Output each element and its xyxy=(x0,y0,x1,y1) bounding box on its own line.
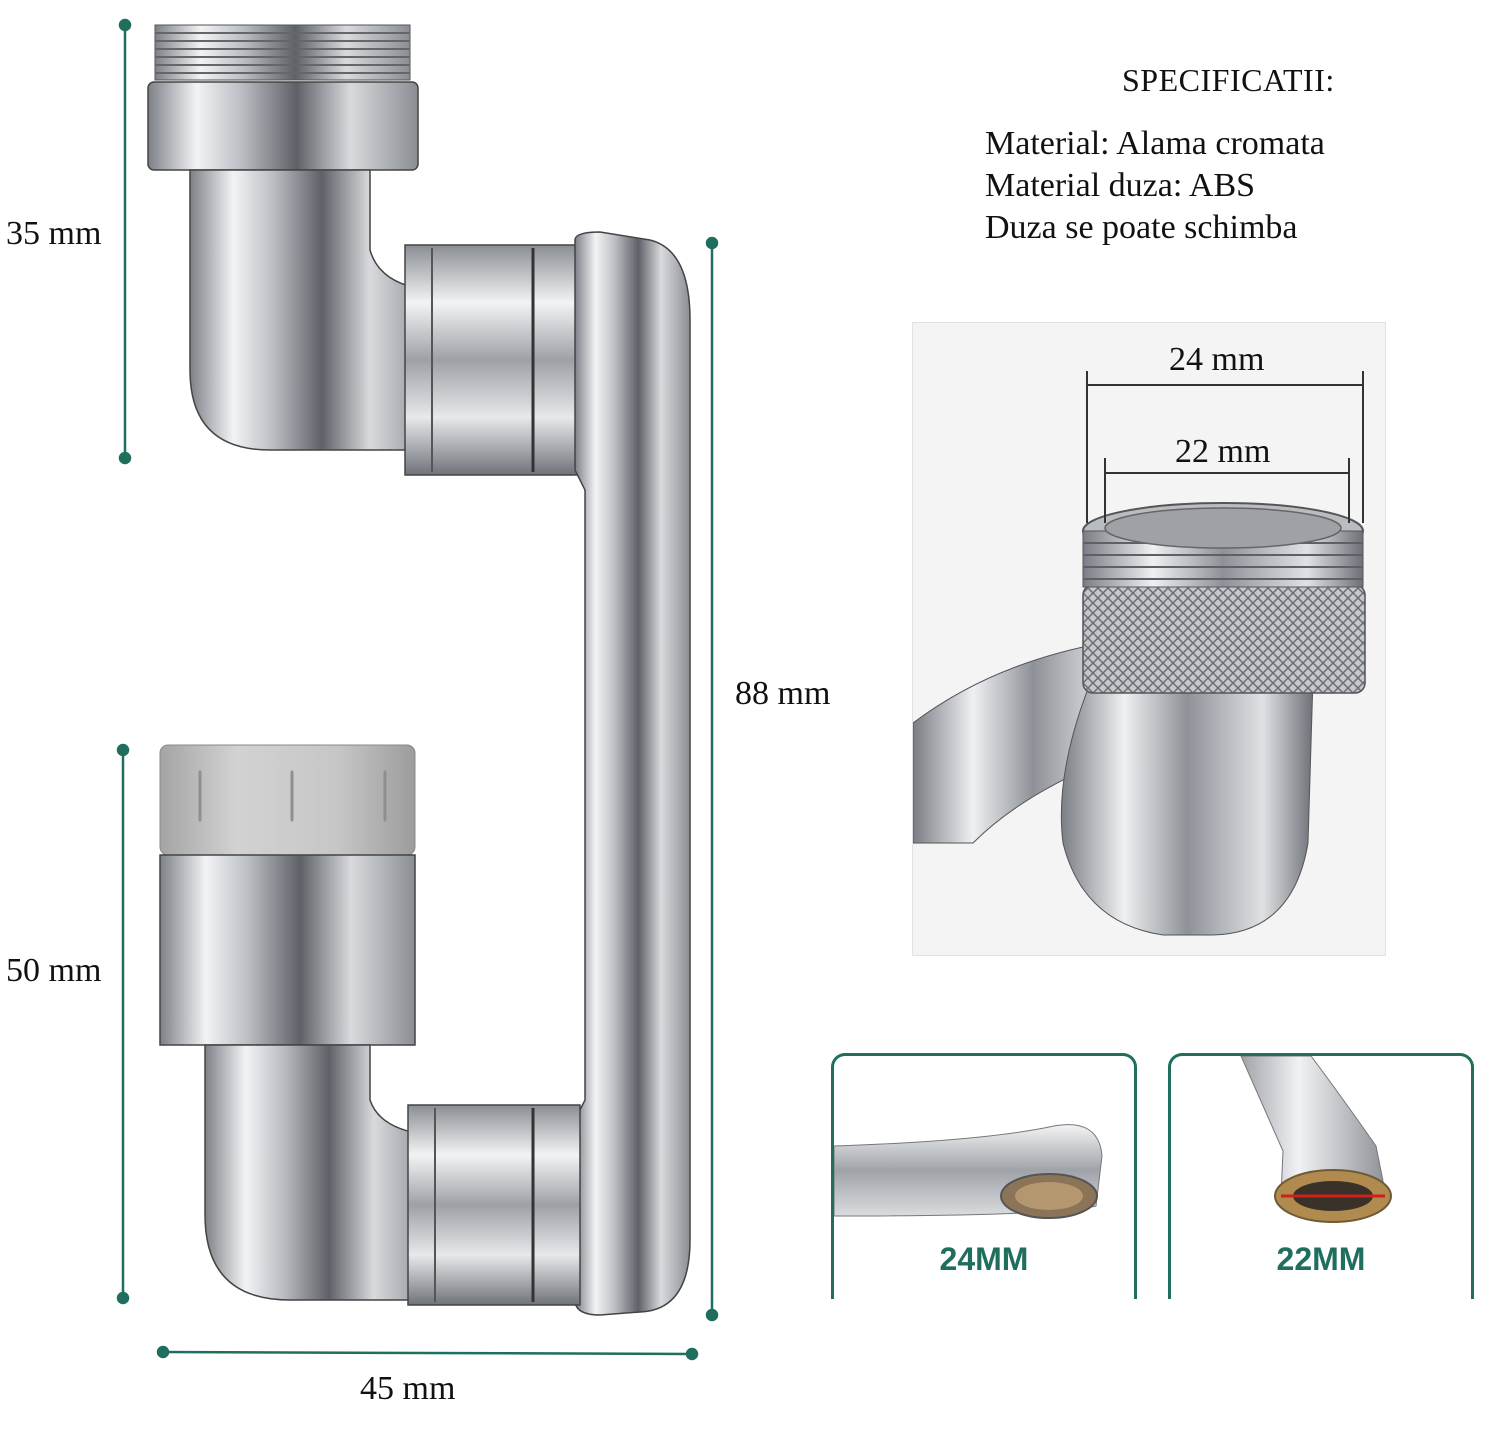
thread-detail-view: 24 mm 22 mm xyxy=(912,322,1386,956)
card-22mm-label: 22MM xyxy=(1276,1241,1366,1277)
faucet-22mm-illustration xyxy=(1240,1056,1392,1223)
top-height-label: 35 mm xyxy=(6,215,102,252)
total-height-label: 88 mm xyxy=(735,675,831,712)
top-swivel-joint xyxy=(404,244,581,476)
inner-diameter-label: 22 mm xyxy=(1175,433,1271,470)
vertical-arm xyxy=(574,231,691,1316)
bottom-height-label: 50 mm xyxy=(6,952,102,989)
card-24mm: 24MM xyxy=(831,1053,1137,1299)
thread-detail-illustration xyxy=(913,371,1366,936)
card-22mm: 22MM xyxy=(1168,1053,1474,1299)
specs-list: Material: Alama cromata Material duza: A… xyxy=(985,123,1325,249)
faucet-adapter-illustration xyxy=(116,18,719,1361)
bottom-swivel-joint xyxy=(407,1104,581,1306)
bottom-aerator xyxy=(159,744,431,1301)
outer-diameter-label: 24 mm xyxy=(1169,341,1265,378)
spec-material: Material: Alama cromata xyxy=(985,125,1325,162)
specs-title: SPECIFICATII: xyxy=(1122,62,1335,98)
spec-nozzle-material: Material duza: ABS xyxy=(985,167,1256,204)
width-label: 45 mm xyxy=(360,1370,456,1407)
top-connector xyxy=(147,24,431,451)
card-24mm-label: 24MM xyxy=(939,1241,1029,1277)
dimension-lines xyxy=(116,18,719,1361)
spec-nozzle-replaceable: Duza se poate schimba xyxy=(985,209,1298,246)
faucet-24mm-illustration xyxy=(834,1124,1103,1219)
